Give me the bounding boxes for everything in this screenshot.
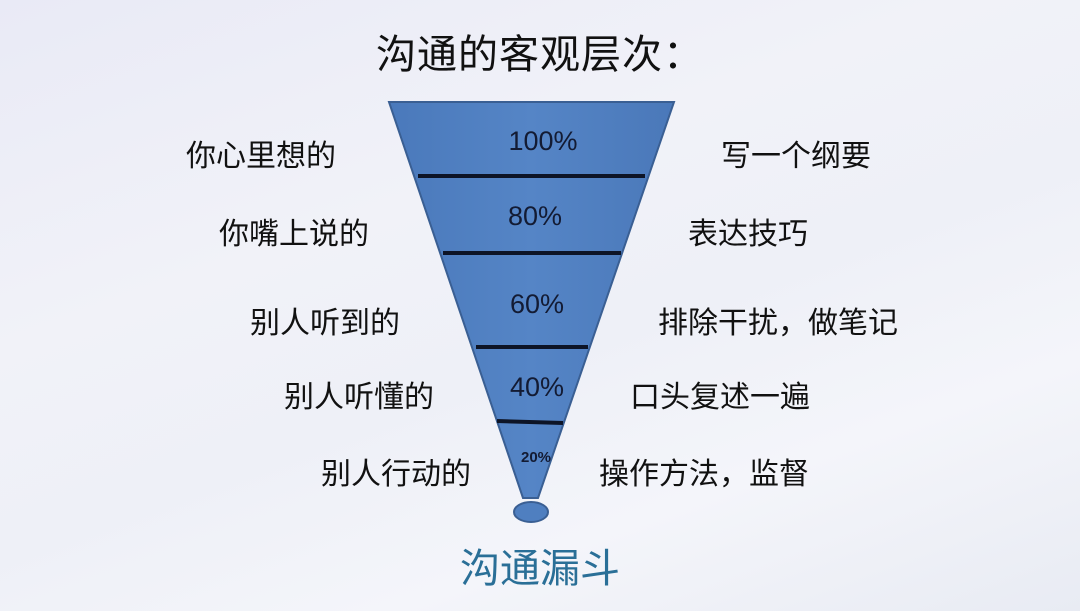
level-3-left-label: 别人听到的 bbox=[250, 306, 400, 341]
level-1-percent: 100% bbox=[508, 126, 578, 156]
funnel-caption: 沟通漏斗 bbox=[460, 546, 620, 592]
level-1-left-label: 你心里想的 bbox=[186, 139, 336, 174]
level-3-percent: 60% bbox=[509, 289, 565, 319]
funnel-tip bbox=[513, 501, 549, 523]
level-5-left-label: 别人行动的 bbox=[321, 457, 471, 492]
level-5-percent: 20% bbox=[520, 449, 552, 466]
divider-4 bbox=[496, 419, 564, 425]
level-2-percent: 80% bbox=[507, 201, 563, 231]
level-4-right-label: 口头复述一遍 bbox=[630, 380, 810, 415]
level-2-right-label: 表达技巧 bbox=[688, 217, 808, 252]
level-2-left-label: 你嘴上说的 bbox=[219, 217, 369, 252]
diagram-title: 沟通的客观层次： bbox=[376, 32, 704, 78]
level-5-right-label: 操作方法，监督 bbox=[599, 457, 809, 492]
level-4-percent: 40% bbox=[509, 372, 565, 402]
level-3-right-label: 排除干扰，做笔记 bbox=[658, 306, 898, 341]
level-4-left-label: 别人听懂的 bbox=[284, 380, 434, 415]
level-1-right-label: 写一个纲要 bbox=[721, 139, 871, 174]
